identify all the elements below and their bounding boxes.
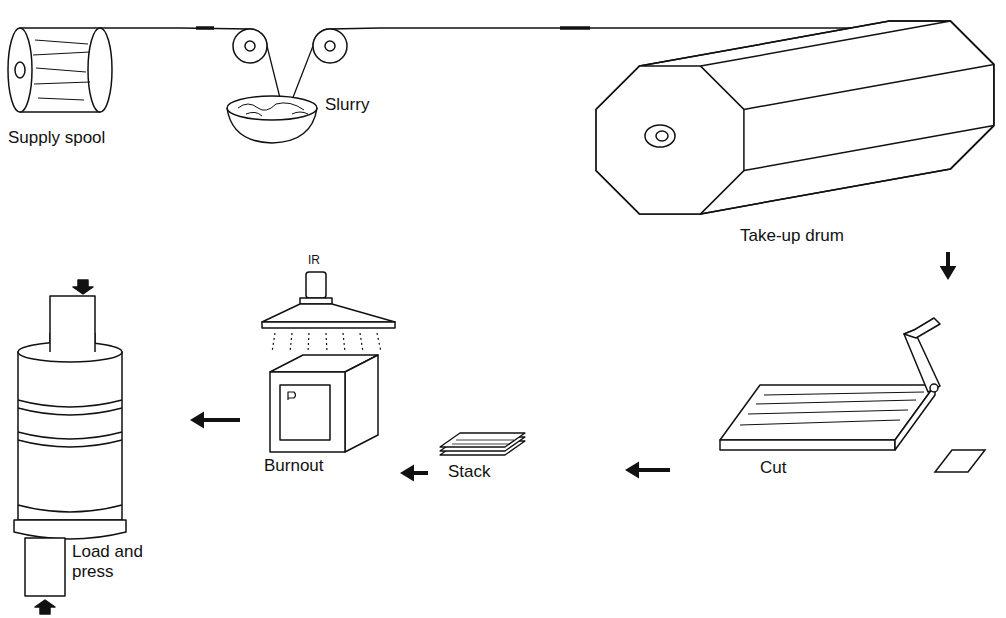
cutting-board-part xyxy=(740,392,924,425)
supply-spool-part xyxy=(33,40,90,100)
fiber-line xyxy=(145,28,180,29)
cut-piece xyxy=(935,450,985,472)
lamp-label: IR xyxy=(308,254,320,267)
slurry-bowl-part xyxy=(238,103,304,110)
press-die-part xyxy=(14,520,126,539)
press-die-part xyxy=(73,280,93,294)
process-step: Burnout xyxy=(240,250,400,485)
guide-pulley-part xyxy=(233,29,267,63)
fiber-part xyxy=(100,27,145,28)
guide-pulley-part xyxy=(245,41,255,51)
take-up-drum-part xyxy=(596,21,994,214)
burnout-oven-part xyxy=(345,355,378,452)
press-die-part xyxy=(49,333,51,352)
fiber-part xyxy=(196,26,214,30)
cutting-board-part xyxy=(720,440,895,450)
connector-line xyxy=(637,468,670,472)
take-up-drum-part xyxy=(645,125,675,147)
step-label: Supply spool xyxy=(8,128,105,148)
process-step: Cut xyxy=(670,280,1002,492)
infrared-lamp-part xyxy=(300,298,332,304)
connector-line xyxy=(202,418,240,422)
take-up-drum-part xyxy=(596,66,744,214)
fiber-part xyxy=(420,27,851,28)
process-step: Load and press xyxy=(4,280,190,614)
fiber-part xyxy=(180,28,250,29)
cutting-board xyxy=(720,385,935,450)
infrared-lamp-part xyxy=(262,304,395,322)
infrared-lamp-part xyxy=(262,322,395,328)
press-die-part xyxy=(25,538,65,596)
arrow-head xyxy=(190,412,204,429)
take-up-drum xyxy=(596,21,994,214)
fiber-line xyxy=(380,28,420,29)
guide-pulley-part xyxy=(325,41,335,51)
slurry-bowl-part xyxy=(246,112,308,116)
connector-line xyxy=(946,252,950,268)
step-label: Burnout xyxy=(264,456,324,476)
arrow-head xyxy=(940,266,957,280)
cutter-blade xyxy=(904,318,940,392)
flow-arrow xyxy=(400,465,428,482)
connector-line xyxy=(412,471,428,475)
step-label: Stack xyxy=(448,462,491,482)
cutter-blade-part xyxy=(904,318,940,338)
burnout-oven xyxy=(270,355,378,452)
process-step: Take-up drum xyxy=(420,8,1002,252)
flow-arrow xyxy=(940,252,957,280)
flow-arrow xyxy=(190,412,240,429)
supply-spool-part xyxy=(88,28,112,112)
arrow-head xyxy=(625,462,639,479)
infrared-lamp xyxy=(262,272,395,352)
fiber-part xyxy=(560,26,590,30)
cutter-blade-part xyxy=(930,384,938,392)
connector-line xyxy=(145,27,180,28)
press-die-part xyxy=(50,333,95,353)
slurry-bowl-part xyxy=(227,96,317,120)
laminate-stack xyxy=(440,433,525,455)
press-die-part xyxy=(94,333,96,352)
burnout-oven-part xyxy=(288,392,296,400)
cut-piece-part xyxy=(935,450,985,472)
arrow-head xyxy=(400,465,414,482)
step-label: Load and press xyxy=(72,542,162,581)
press-die-part xyxy=(35,600,55,614)
guide-pulley xyxy=(233,29,347,63)
process-step: Stack xyxy=(428,415,625,492)
step-label: Slurry xyxy=(325,95,369,115)
supply-spool-part xyxy=(8,28,32,112)
cutting-board-part xyxy=(895,385,935,450)
guide-pulley-part xyxy=(313,29,347,63)
supply-spool xyxy=(8,28,112,112)
take-up-drum-part xyxy=(656,131,668,141)
cutter-blade-part xyxy=(904,330,940,392)
process-step: Supply spool xyxy=(4,10,145,150)
burnout-oven-part xyxy=(280,385,330,440)
step-label: Cut xyxy=(760,458,786,478)
press-die-part xyxy=(18,400,122,447)
laminate-stack-part xyxy=(440,433,525,447)
infrared-lamp-part xyxy=(306,272,326,298)
laminate-stack-part xyxy=(452,440,514,444)
connector-line xyxy=(380,27,420,28)
press-die-part xyxy=(18,505,122,512)
flow-arrow xyxy=(625,462,670,479)
step-label: Take-up drum xyxy=(740,226,844,246)
process-step: Slurry xyxy=(180,10,380,135)
infrared-lamp-part xyxy=(272,333,381,352)
press-die-part xyxy=(18,352,122,520)
burnout-oven-part xyxy=(270,372,345,452)
supply-spool-part xyxy=(15,62,25,78)
slurry-bowl xyxy=(227,96,317,143)
